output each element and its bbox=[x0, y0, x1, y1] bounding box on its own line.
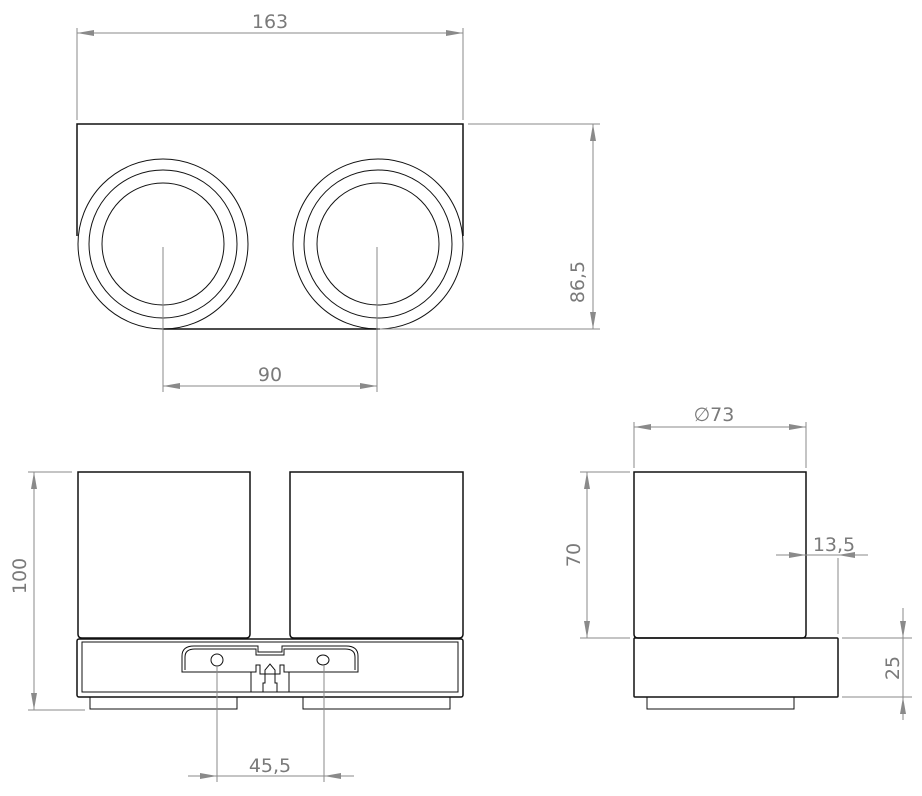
left-foot bbox=[89, 696, 238, 710]
side-view bbox=[633, 471, 839, 710]
dimension-label-base-height: 25 bbox=[882, 656, 904, 680]
dimension-label-overall-height: 100 bbox=[9, 558, 31, 594]
dimension-cup-height: 70 bbox=[563, 471, 630, 639]
right-mount-hole bbox=[316, 654, 330, 666]
mounting-bracket-inner bbox=[184, 648, 356, 670]
dimension-wall-offset: 13,5 bbox=[776, 534, 868, 634]
dimension-depth: 86,5 bbox=[380, 123, 600, 330]
right-cup bbox=[289, 471, 464, 639]
front-view bbox=[76, 471, 464, 782]
side-foot bbox=[646, 696, 795, 710]
dimension-label-overall-width: 163 bbox=[252, 11, 288, 33]
top-view bbox=[76, 123, 464, 392]
dimension-label-cup-spacing: 90 bbox=[258, 364, 282, 386]
left-cup bbox=[77, 471, 251, 639]
dimension-overall-width: 163 bbox=[76, 11, 464, 120]
dimension-cup-diameter: ∅73 bbox=[633, 404, 807, 468]
right-foot bbox=[302, 696, 451, 710]
right-cup-middle-ring bbox=[303, 169, 453, 319]
side-base bbox=[633, 637, 839, 698]
dimension-label-wall-offset: 13,5 bbox=[813, 534, 855, 556]
left-mount-hole bbox=[210, 653, 224, 667]
dimension-cup-spacing: 90 bbox=[163, 364, 377, 389]
dimension-base-height: 25 bbox=[842, 608, 912, 720]
mounting-bracket bbox=[181, 645, 359, 675]
right-cup-inner-ring bbox=[316, 182, 440, 306]
dimension-label-cup-diameter: ∅73 bbox=[694, 404, 735, 426]
dimension-label-mount-hole-spacing: 45,5 bbox=[249, 755, 291, 777]
dimension-mount-hole-spacing: 45,5 bbox=[188, 755, 354, 779]
dimension-label-cup-height: 70 bbox=[563, 543, 585, 567]
base-body bbox=[76, 638, 464, 698]
right-cup-outer-ring bbox=[292, 158, 464, 330]
dimension-label-depth: 86,5 bbox=[567, 261, 589, 303]
center-clip bbox=[262, 663, 278, 692]
top-view-body-outline bbox=[76, 123, 464, 236]
base-inner-outline bbox=[81, 641, 459, 693]
dimension-overall-height: 100 bbox=[9, 471, 85, 711]
